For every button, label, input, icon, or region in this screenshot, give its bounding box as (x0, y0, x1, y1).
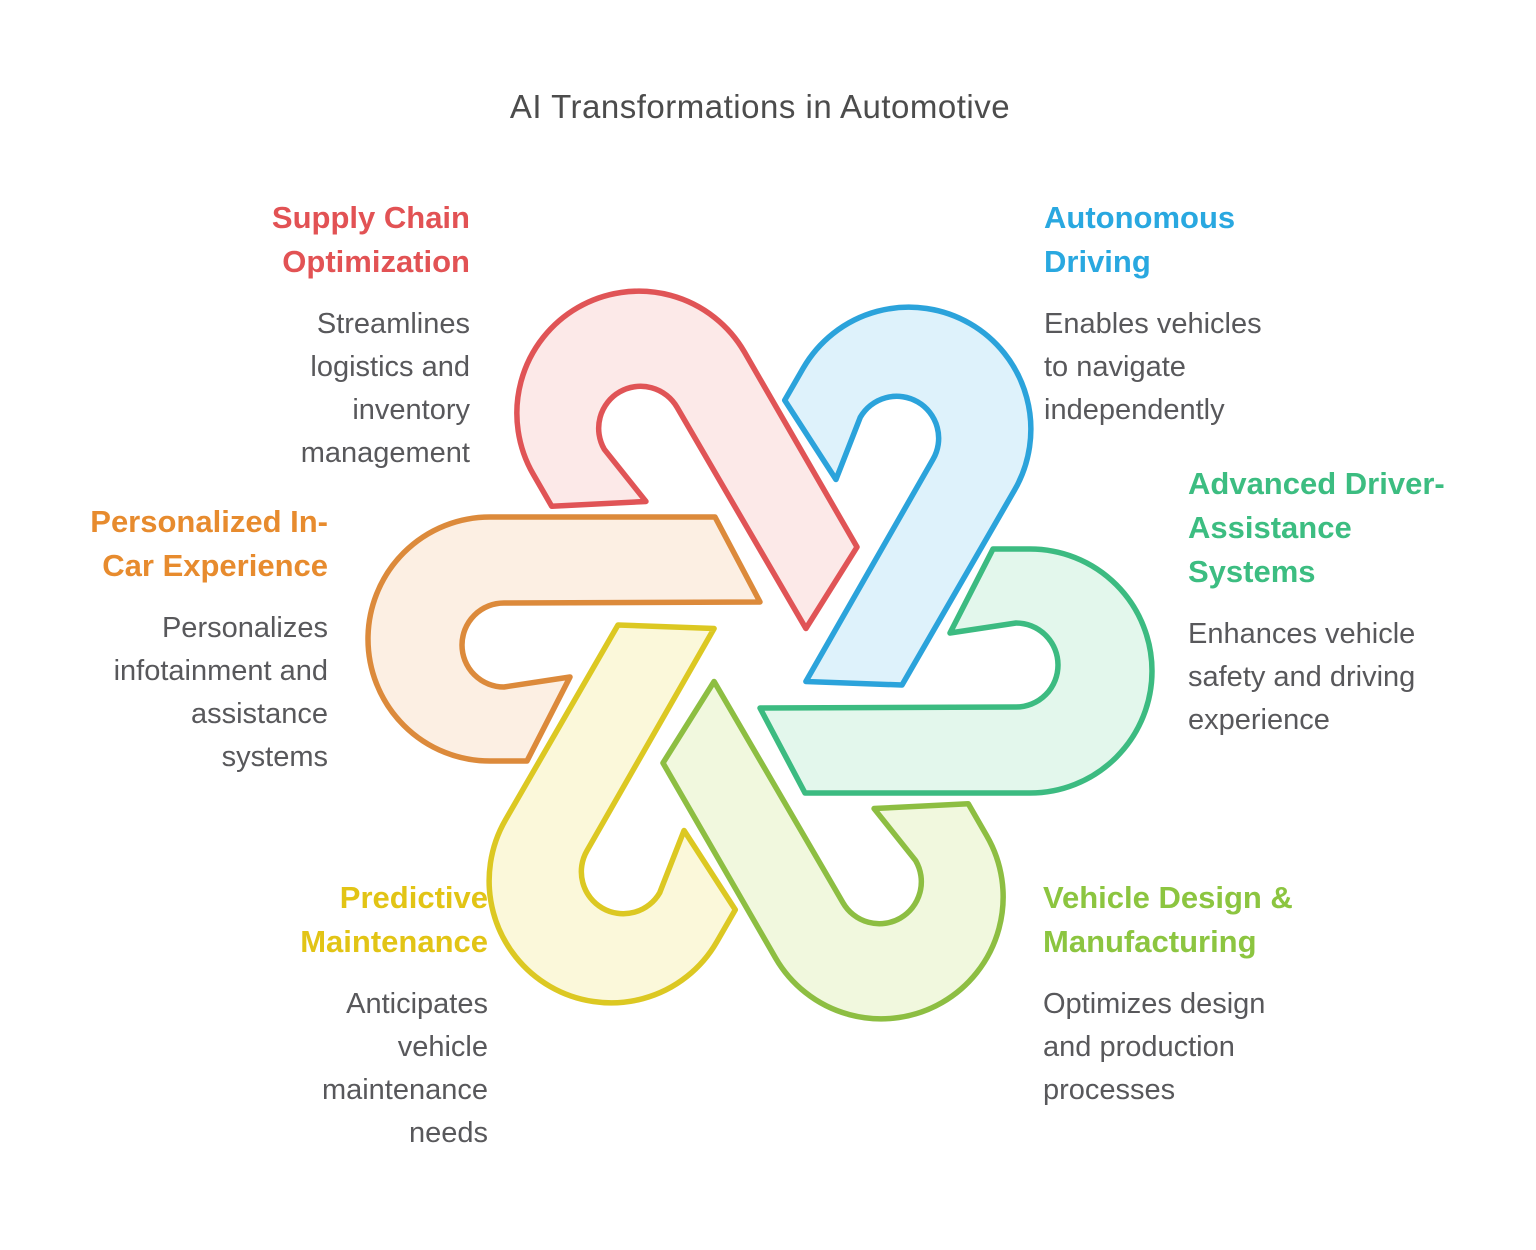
vehicle-design-section: Vehicle Design & Manufacturing Optimizes… (1043, 876, 1393, 1112)
personalized-experience-section: Personalized In- Car Experience Personal… (0, 500, 328, 779)
predictive-maintenance-section: Predictive Maintenance Anticipates vehic… (158, 876, 488, 1155)
predictive-maintenance-description: Anticipates vehicle maintenance needs (321, 988, 488, 1149)
adas-heading: Advanced Driver- Assistance Systems (1188, 466, 1445, 589)
page-title: AI Transformations in Automotive (509, 88, 1011, 125)
supply-chain-section: Supply Chain Optimization Streamlines lo… (140, 196, 470, 475)
adas-description: Enhances vehicle safety and driving expe… (1188, 618, 1416, 736)
autonomous-driving-description: Enables vehicles to navigate independent… (1044, 308, 1262, 426)
vehicle-design-heading: Vehicle Design & Manufacturing (1043, 880, 1293, 959)
predictive-maintenance-heading: Predictive Maintenance (300, 880, 488, 959)
adas-section: Advanced Driver- Assistance Systems Enha… (1188, 462, 1528, 742)
vehicle-design-description: Optimizes design and production processe… (1043, 988, 1266, 1106)
supply-chain-heading: Supply Chain Optimization (271, 200, 470, 279)
supply-chain-description: Streamlines logistics and inventory mana… (300, 308, 470, 469)
autonomous-driving-section: Autonomous Driving Enables vehicles to n… (1044, 196, 1394, 432)
autonomous-driving-heading: Autonomous Driving (1044, 200, 1236, 279)
personalized-experience-description: Personalizes infotainment and assistance… (113, 612, 328, 773)
personalized-experience-heading: Personalized In- Car Experience (90, 504, 328, 583)
